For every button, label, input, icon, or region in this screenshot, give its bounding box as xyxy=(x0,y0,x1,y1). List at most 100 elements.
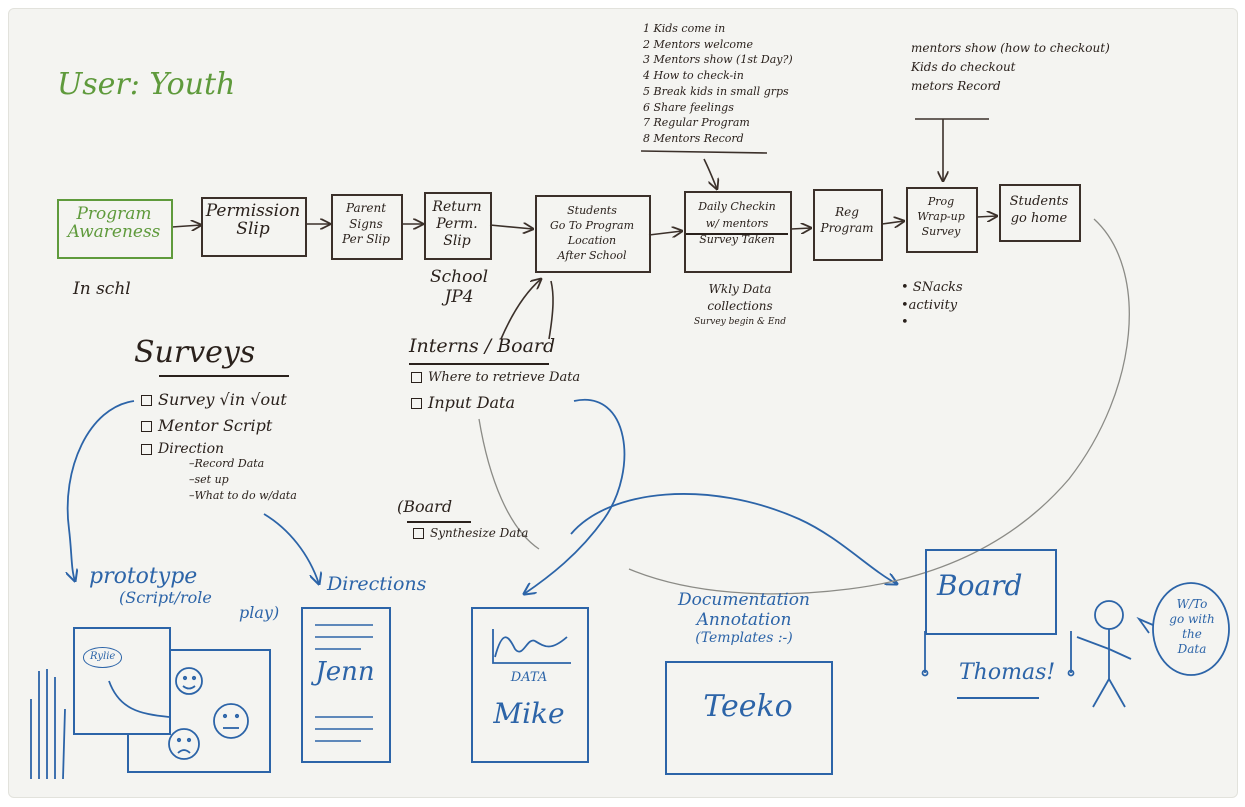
prototype-label: prototype (Script/role play) xyxy=(89,564,280,622)
jenn-name: Jenn xyxy=(315,657,375,687)
checkbox-icon xyxy=(141,443,152,455)
arrow-direction-directions xyxy=(263,513,319,584)
list-item: 7 Regular Program xyxy=(643,116,750,130)
thomas-name: Thomas! xyxy=(959,660,1056,685)
jenn-doc-lines xyxy=(315,624,373,742)
list-item: Kids do checkout xyxy=(911,60,1016,75)
board-task-underline xyxy=(407,521,471,523)
teeko-name: Teeko xyxy=(703,689,793,724)
arrow-students-checkin xyxy=(648,231,682,235)
arrow-wrapup-home xyxy=(976,216,997,217)
arrow-checkout-wrapup xyxy=(915,118,989,181)
list-item: 4 How to check-in xyxy=(643,69,744,83)
rylie-tag: Rylie xyxy=(83,647,123,668)
interns-list: Where to retrieve Data Input Data xyxy=(411,367,580,416)
checkin-divider xyxy=(686,233,788,235)
board-stand-and-figure xyxy=(921,582,1230,708)
directions-label: Directions xyxy=(327,573,427,595)
checklist-item: Mentor Script xyxy=(141,413,287,439)
students-go-box xyxy=(535,195,651,273)
board-title: Board xyxy=(937,569,1023,602)
curve-home-to-docs xyxy=(628,218,1130,595)
arrow-interns-mike xyxy=(524,398,626,594)
person-icon xyxy=(1094,600,1124,630)
arrow-return-students xyxy=(489,225,533,229)
arrow-board-boardsketch xyxy=(570,493,897,584)
parent-signs-box xyxy=(331,194,403,260)
hand-icon xyxy=(30,669,66,780)
data-chart-icon xyxy=(492,629,571,664)
teeko-doc xyxy=(665,661,833,775)
page-title: User: Youth xyxy=(57,67,236,102)
reg-program-box xyxy=(813,189,883,261)
list-item: 2 Mentors welcome xyxy=(643,37,753,51)
mike-data-doc xyxy=(471,607,589,763)
list-item: 1 Kids come in xyxy=(643,22,726,35)
checklist-item: Where to retrieve Data xyxy=(411,367,580,389)
checkbox-icon xyxy=(413,528,424,539)
list-item: metors Record xyxy=(911,79,1001,94)
arrow-surveys-prototype xyxy=(68,400,135,581)
arrow-checkin-reg xyxy=(790,228,811,229)
board-task-heading: (Board xyxy=(397,497,453,516)
documentation-label: Documentation Annotation (Templates :-) xyxy=(678,590,810,647)
surveys-list: Survey √in √out Mentor Script Direction xyxy=(141,387,287,461)
list-item: 5 Break kids in small grps xyxy=(643,84,789,98)
checkbox-icon xyxy=(141,420,152,432)
direction-subitems: –Record Data –set up –What to do w/data xyxy=(189,457,297,502)
roleplay-faces xyxy=(30,667,249,780)
curve-interns-down xyxy=(478,418,540,550)
surveys-underline xyxy=(159,375,289,377)
checkbox-icon xyxy=(141,395,152,406)
arrow-interns-students xyxy=(500,279,541,340)
mike-name: Mike xyxy=(493,697,565,730)
checkout-list: mentors show (how to checkout) Kids do c… xyxy=(911,39,1110,97)
checklist-item: Survey √in √out xyxy=(141,387,287,413)
roleplay-card-front xyxy=(73,627,171,735)
arrow-awareness-permission xyxy=(171,225,201,227)
in-school-note: In schl xyxy=(73,279,131,299)
snacks-note: • SNacks•activity• xyxy=(901,280,963,331)
interns-underline xyxy=(409,363,549,365)
list-item: 8 Mentors Record xyxy=(643,132,744,146)
list-underline xyxy=(640,150,768,154)
checklist-item: Input Data xyxy=(411,389,580,416)
checklist-item: Direction xyxy=(141,438,287,460)
thomas-underline xyxy=(957,697,1039,699)
list-item: 6 Share feelings xyxy=(643,100,734,114)
line-interns-up xyxy=(548,280,554,340)
permission-slip-box xyxy=(201,197,307,257)
interns-heading: Interns / Board xyxy=(409,335,556,357)
checkbox-icon xyxy=(411,398,422,410)
checkbox-icon xyxy=(411,372,422,383)
arrow-reg-wrapup xyxy=(881,221,904,224)
board-task-item: Synthesize Data xyxy=(413,527,528,540)
surveys-heading: Surveys xyxy=(134,335,256,370)
students-home-box xyxy=(999,184,1081,242)
connector-lines xyxy=(9,118,1130,797)
daily-checkin-box xyxy=(684,191,792,273)
arrow-list-checkin xyxy=(703,158,717,189)
data-label: DATA xyxy=(510,670,548,685)
prog-wrapup-box xyxy=(906,187,978,253)
list-item: 3 Mentors show (1st Day?) xyxy=(643,53,793,67)
board-sketch xyxy=(925,549,1057,635)
list-item: mentors show (how to checkout) xyxy=(911,41,1110,55)
checkin-list: 1 Kids come in 2 Mentors welcome 3 Mento… xyxy=(643,21,793,147)
speech-bubble-icon xyxy=(1152,582,1230,676)
program-awareness-box xyxy=(57,199,173,259)
jenn-doc xyxy=(301,607,391,763)
